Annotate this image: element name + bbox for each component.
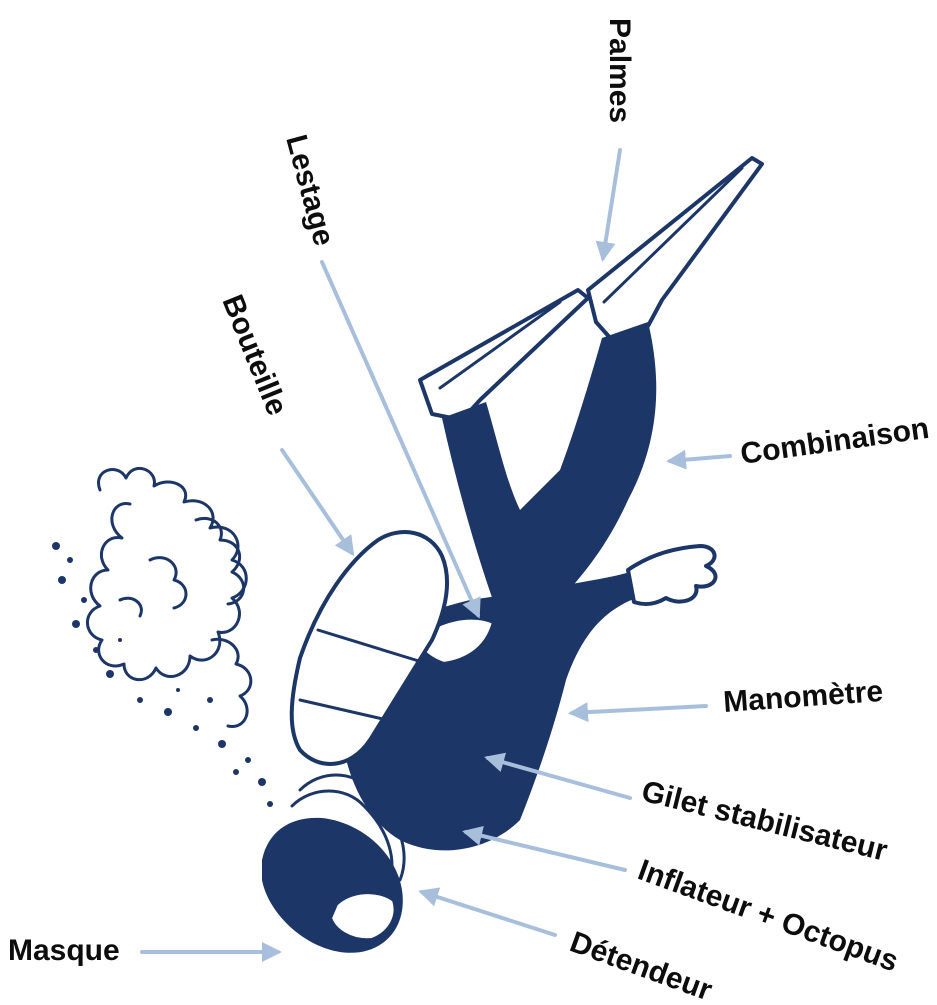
label-lestage: Lestage <box>279 131 340 249</box>
head <box>262 818 403 953</box>
label-inflateur: Inflateur + Octopus <box>634 854 903 979</box>
arrow-palmes <box>603 150 620 258</box>
label-bouteille: Bouteille <box>216 290 294 420</box>
label-palmes: Palmes <box>603 18 636 123</box>
label-masque: Masque <box>8 934 120 967</box>
arrow-bouteille <box>282 450 352 553</box>
label-detendeur: Détendeur <box>566 926 717 1005</box>
arrow-detendeur <box>422 892 555 935</box>
diver-illustration <box>52 158 762 953</box>
arrow-inflateur <box>466 832 625 870</box>
arrow-combinaison <box>670 456 730 461</box>
label-gilet: Gilet stabilisateur <box>638 775 891 868</box>
label-manometre: Manomètre <box>722 675 884 719</box>
hand <box>628 546 715 604</box>
label-combinaison: Combinaison <box>738 412 931 471</box>
arrow-manometre <box>572 706 706 713</box>
bubbles <box>52 468 273 807</box>
